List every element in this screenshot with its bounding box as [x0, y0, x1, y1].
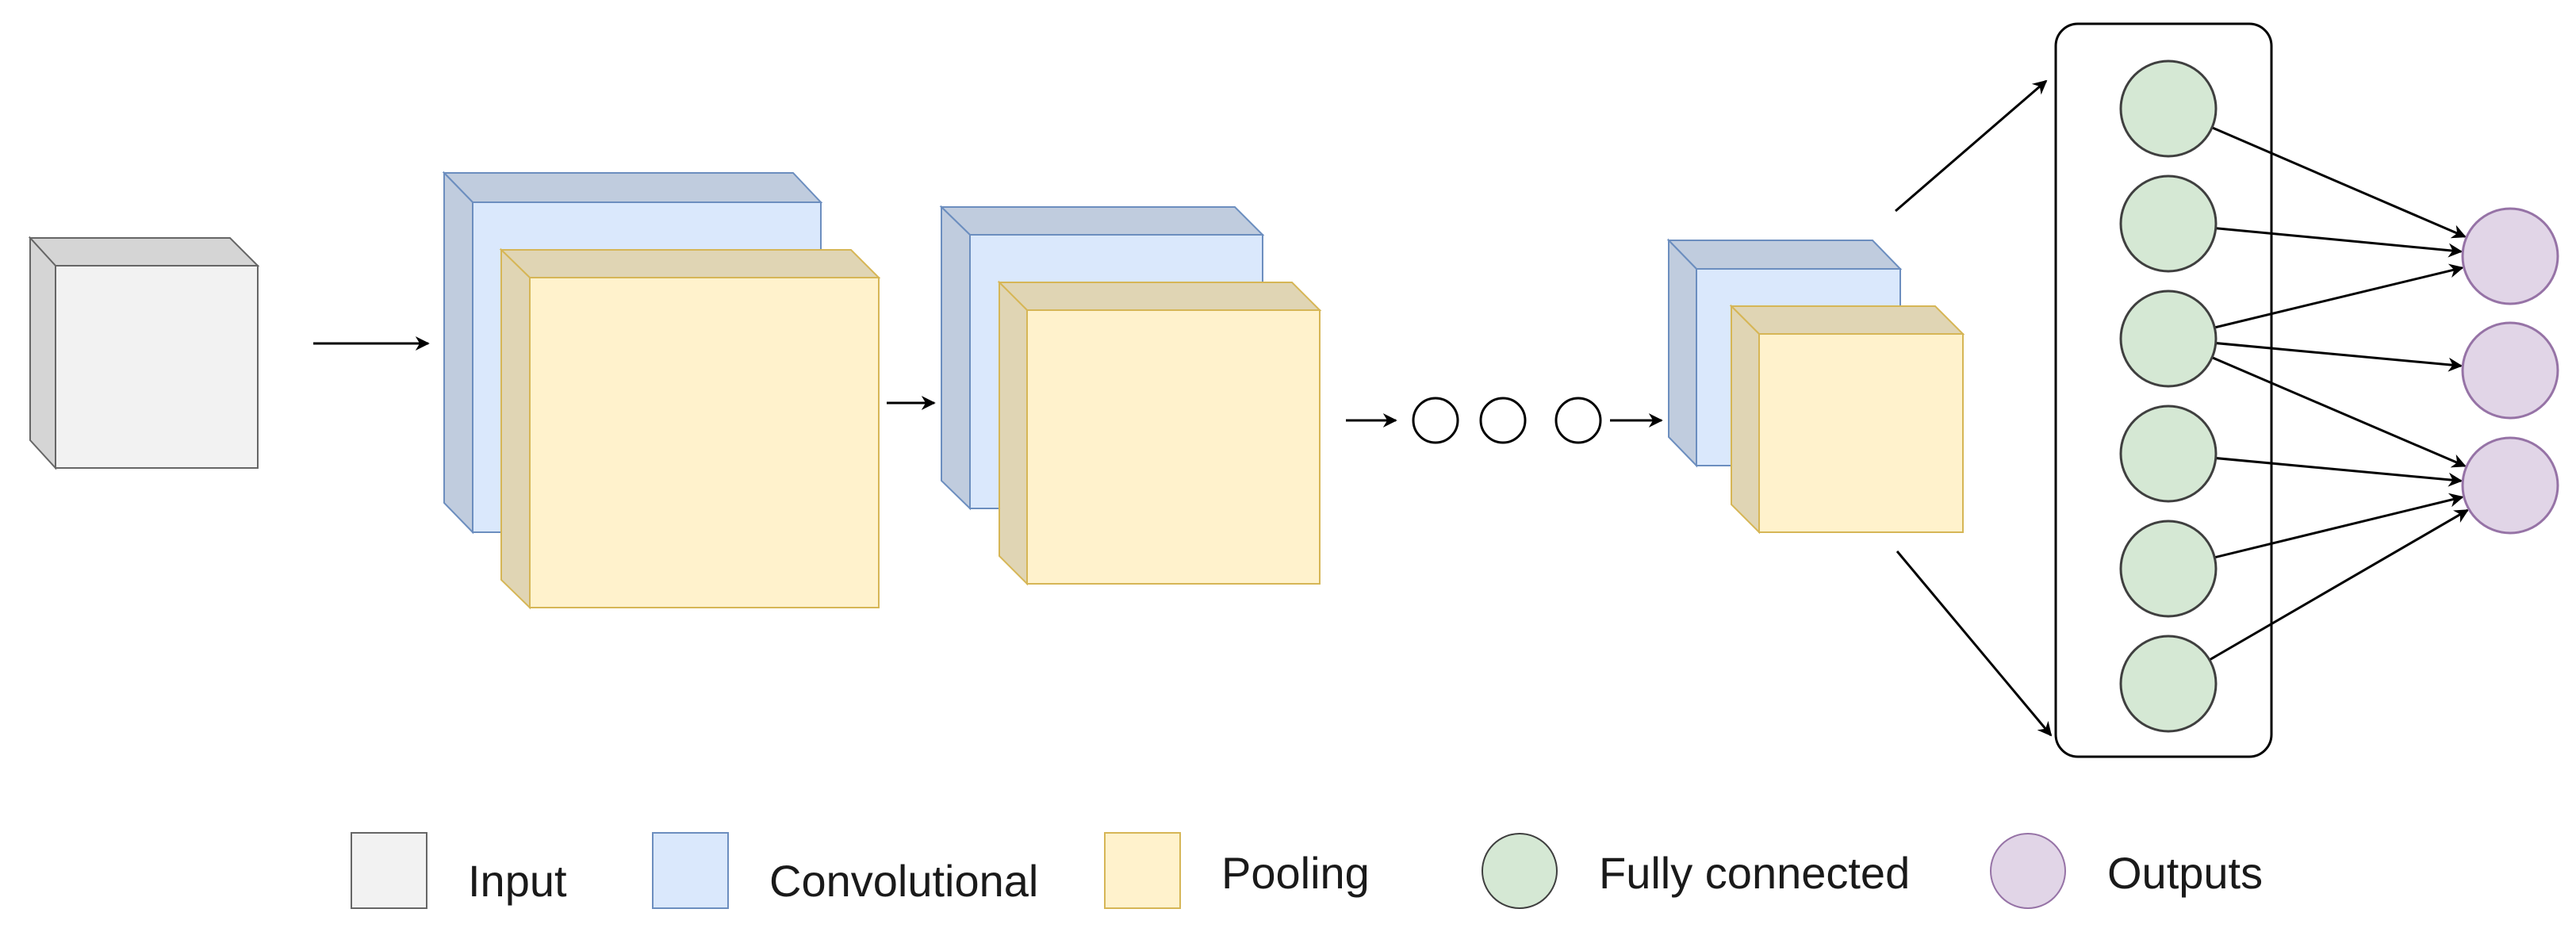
- legend-swatch-outputs: [1990, 833, 2066, 909]
- legend-label-outputs: Outputs: [2107, 848, 2263, 898]
- legend-label-pooling: Pooling: [1221, 848, 1370, 898]
- pool-block-2-top: [997, 282, 1322, 311]
- conv-block-3-top: [1666, 240, 1903, 270]
- arrow-to-fc-top: [1895, 79, 2048, 213]
- legend-label-input: Input: [468, 856, 567, 906]
- fc-node: [2119, 175, 2218, 273]
- output-nodes: [2461, 207, 2559, 535]
- legend-label-fully-connected: Fully connected: [1599, 848, 1910, 898]
- fully-connected-nodes: [2119, 59, 2218, 733]
- pool-block-2: [997, 280, 1322, 586]
- legend-label-convolutional: Convolutional: [769, 856, 1038, 906]
- pool-block-3-front: [1758, 333, 1964, 533]
- legend: Input Convolutional Pooling Fully connec…: [351, 832, 2263, 909]
- conv-block-1-side: [443, 171, 473, 535]
- legend-swatch-fully-connected: [1482, 833, 1558, 909]
- connection-edge: [2214, 493, 2464, 559]
- pool-block-2-side: [999, 280, 1028, 586]
- connection-edge: [2215, 342, 2463, 372]
- conv-block-3-side: [1668, 238, 1697, 468]
- fc-to-output-connections: [2209, 126, 2469, 662]
- ellipsis-circle: [1412, 397, 1459, 444]
- connection-edge: [2215, 227, 2463, 258]
- conv-block-2-side: [941, 205, 971, 511]
- output-node: [2461, 321, 2559, 420]
- legend-swatch-convolutional: [652, 832, 729, 909]
- pool-block-1-front: [529, 277, 880, 608]
- pool-block-1-top: [499, 249, 881, 278]
- fc-node: [2119, 59, 2218, 158]
- fc-node: [2119, 635, 2218, 733]
- input-block: [28, 236, 260, 470]
- input-block-top: [28, 237, 260, 267]
- conv-block-1-top: [442, 172, 823, 203]
- fc-node: [2119, 520, 2218, 618]
- output-node: [2461, 436, 2559, 535]
- connection-edge: [2211, 356, 2467, 468]
- pool-block-3: [1729, 304, 1965, 535]
- connection-edge: [2215, 457, 2463, 487]
- input-block-side: [29, 236, 56, 470]
- input-block-front: [55, 265, 259, 469]
- ellipsis-circle: [1479, 397, 1527, 444]
- connection-edge: [2214, 263, 2464, 329]
- arrow-to-fc-bottom: [1896, 550, 2053, 737]
- pool-block-2-front: [1026, 309, 1321, 585]
- legend-swatch-pooling: [1104, 832, 1181, 909]
- pool-block-1: [499, 247, 881, 610]
- fc-node: [2119, 405, 2218, 503]
- pool-block-3-top: [1729, 305, 1965, 335]
- pool-block-1-side: [500, 247, 531, 610]
- connection-edge: [2209, 508, 2469, 662]
- ellipsis-circle: [1554, 397, 1602, 444]
- output-node: [2461, 207, 2559, 305]
- fc-node: [2119, 290, 2218, 388]
- fully-connected-container: [2054, 22, 2273, 758]
- ellipsis-circles: [1412, 397, 1602, 444]
- legend-swatch-input: [351, 832, 427, 909]
- pool-block-3-side: [1731, 304, 1760, 535]
- conv-block-2-top: [939, 206, 1265, 236]
- connection-edge: [2211, 126, 2467, 239]
